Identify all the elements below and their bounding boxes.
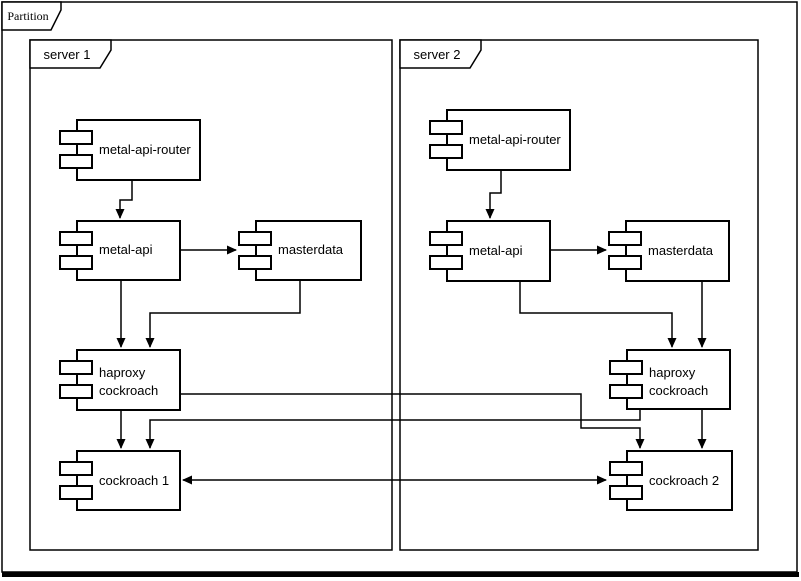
component-tab-icon [59, 130, 93, 145]
component-label: masterdata [648, 243, 714, 258]
server-1-tab [29, 39, 112, 69]
component-tab-icon [238, 255, 272, 270]
component-label: metal-api-router [99, 142, 191, 157]
component-tab-icon [609, 384, 643, 399]
component-body [255, 220, 362, 281]
component-label-line2: cockroach [649, 383, 708, 398]
server-2-border [399, 39, 759, 551]
component-tab-icon [609, 461, 643, 476]
component-body [446, 220, 551, 282]
component-tab-icon [59, 485, 93, 500]
component-body [76, 220, 181, 281]
partition-frame-label: Partition [7, 9, 48, 23]
component-tab-icon [608, 255, 642, 270]
component-body [76, 119, 201, 181]
component-s2-haproxy-cockroach: haproxy cockroach [609, 349, 731, 410]
component-s1-masterdata: masterdata [238, 220, 362, 281]
component-s1-metal-api-router: metal-api-router [59, 119, 201, 181]
component-s1-metal-api: metal-api [59, 220, 181, 281]
component-tab-icon [609, 360, 643, 375]
component-tab-icon [59, 154, 93, 169]
edge-s1-router-to-s1-api [115, 180, 133, 219]
component-tab-icon [59, 231, 93, 246]
component-label: metal-api-router [469, 132, 561, 147]
edge-s1-masterdata-to-s1-haproxy [145, 280, 301, 348]
component-tab-icon [429, 231, 463, 246]
server-1-border [29, 39, 393, 551]
server-2-tab [399, 39, 482, 69]
component-label-line1: haproxy [649, 365, 696, 380]
component-label-line1: haproxy [99, 365, 146, 380]
group-server-1: server 1 [29, 39, 393, 551]
component-tab-icon [59, 461, 93, 476]
component-label: metal-api [99, 242, 153, 257]
component-tab-icon [238, 231, 272, 246]
edge-s2-router-to-s2-api [485, 170, 502, 219]
component-tab-icon [59, 255, 93, 270]
component-tab-icon [59, 384, 93, 399]
component-s2-cockroach-2: cockroach 2 [609, 450, 733, 511]
component-body [626, 450, 733, 511]
component-s2-metal-api-router: metal-api-router [429, 109, 571, 171]
component-body [625, 220, 730, 282]
component-tab-icon [608, 231, 642, 246]
edge-s2-haproxy-to-s1-cockroach1 [145, 409, 641, 449]
component-s1-cockroach-1: cockroach 1 [59, 450, 181, 511]
component-tab-icon [429, 120, 463, 135]
server-2-label: server 2 [414, 47, 461, 62]
group-server-2: server 2 [399, 39, 759, 551]
component-label: masterdata [278, 242, 344, 257]
component-tab-icon [59, 360, 93, 375]
component-body [76, 450, 181, 511]
component-label: cockroach 2 [649, 473, 719, 488]
component-body [626, 349, 731, 410]
component-tab-icon [609, 485, 643, 500]
server-1-label: server 1 [44, 47, 91, 62]
component-s1-haproxy-cockroach: haproxy cockroach [59, 349, 181, 411]
edge-s1-haproxy-to-s2-cockroach2 [180, 393, 645, 449]
partition-frame-bottom-bar [2, 572, 799, 577]
component-label-line2: cockroach [99, 383, 158, 398]
component-body [76, 349, 181, 411]
component-label: cockroach 1 [99, 473, 169, 488]
component-s2-metal-api: metal-api [429, 220, 551, 282]
component-label: metal-api [469, 243, 523, 258]
component-body [446, 109, 571, 171]
component-tab-icon [429, 255, 463, 270]
partition-frame-tab [1, 1, 62, 31]
edge-s2-api-to-s2-haproxy [519, 281, 677, 348]
component-s2-masterdata: masterdata [608, 220, 730, 282]
connectors [115, 170, 707, 485]
component-tab-icon [429, 144, 463, 159]
